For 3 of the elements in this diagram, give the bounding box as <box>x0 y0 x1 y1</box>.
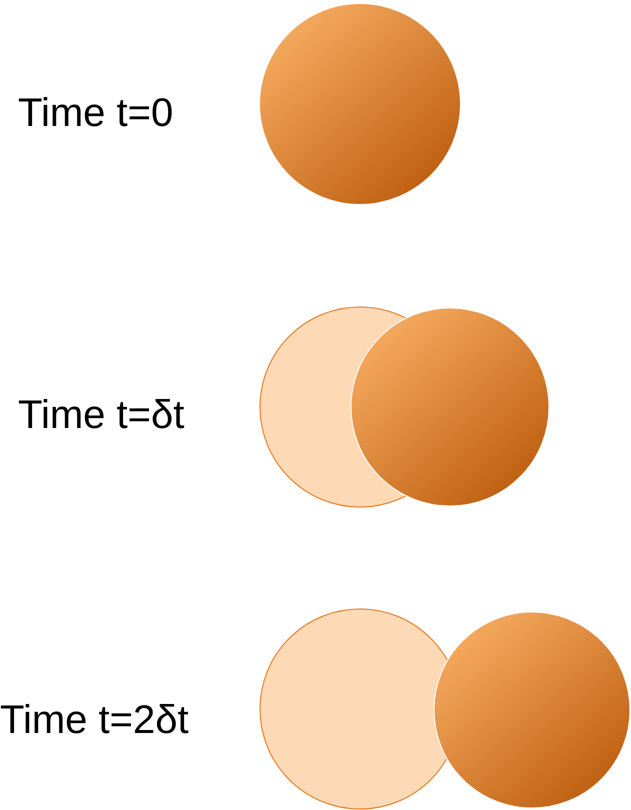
time-label: Time t=δt <box>18 392 184 438</box>
time-label: Time t=0 <box>18 90 174 136</box>
time-label: Time t=2δt <box>0 697 189 743</box>
